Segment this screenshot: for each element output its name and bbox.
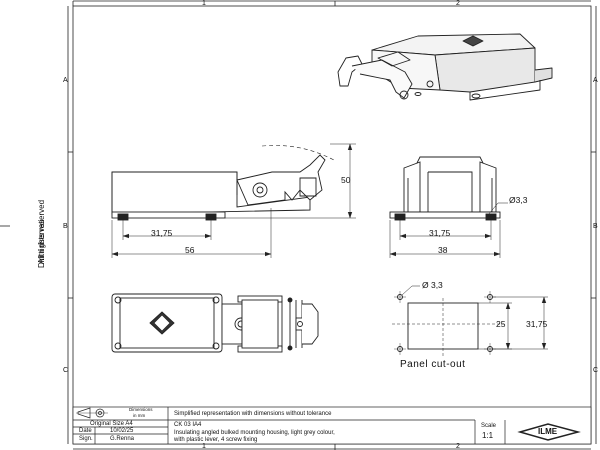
scale-value: 1:1: [482, 431, 494, 440]
zone-col-2-top: 2: [456, 0, 460, 7]
title-note: Simplified representation with dimension…: [174, 411, 332, 417]
zone-row-c-left: C: [63, 367, 69, 374]
dim-front-hole: Ø3,3: [509, 195, 528, 205]
date-value: 10/02/25: [110, 428, 134, 434]
title-block: [72, 406, 592, 445]
description-line-1: Insulating angled bulked mounting housin…: [174, 430, 335, 436]
dim-side-height: 50: [341, 175, 351, 185]
zone-row-c-right: C: [593, 367, 599, 374]
diritti-riservati-label: Diritti riservati: [37, 219, 46, 268]
logo-text: ILME: [538, 427, 558, 436]
dimensions-unit: in mm: [133, 413, 146, 418]
dimensions-label: Dimensions: [129, 407, 153, 412]
sign-label: Sign.: [79, 436, 93, 442]
isometric-view: [337, 33, 553, 101]
dim-front-spacing: 31,75: [429, 228, 451, 238]
zone-col-1-bottom: 1: [202, 443, 206, 450]
zone-row-a-left: A: [63, 77, 68, 84]
zone-col-2-bottom: 2: [456, 443, 460, 450]
date-label: Date: [79, 428, 92, 434]
panel-cutout-view: [392, 285, 548, 356]
sign-value: G.Renna: [110, 436, 135, 442]
dim-side-spacing: 31,75: [151, 228, 173, 238]
zone-col-1-top: 1: [202, 0, 206, 7]
description-line-2: with plastic lever, 4 screw fixing: [174, 437, 258, 443]
side-view: [111, 143, 356, 258]
scale-label: Scale: [481, 423, 497, 429]
dim-front-width: 38: [438, 245, 448, 255]
projection-symbol-icon: [76, 407, 108, 419]
zone-row-b-left: B: [63, 223, 68, 230]
dim-side-length: 56: [185, 245, 195, 255]
zone-row-b-right: B: [593, 223, 598, 230]
dim-cutout-outer: 31,75: [526, 319, 548, 329]
top-view: [111, 293, 319, 353]
front-view: [389, 156, 508, 258]
original-size: Original Size A4: [90, 421, 133, 427]
panel-cutout-label: Panel cut-out: [400, 359, 466, 370]
product-code: CK 03 IA4: [174, 422, 202, 428]
dim-cutout-inner: 25: [496, 319, 506, 329]
ilme-logo: [517, 423, 581, 441]
zone-row-a-right: A: [593, 77, 598, 84]
dim-cutout-hole: Ø 3,3: [422, 280, 443, 290]
